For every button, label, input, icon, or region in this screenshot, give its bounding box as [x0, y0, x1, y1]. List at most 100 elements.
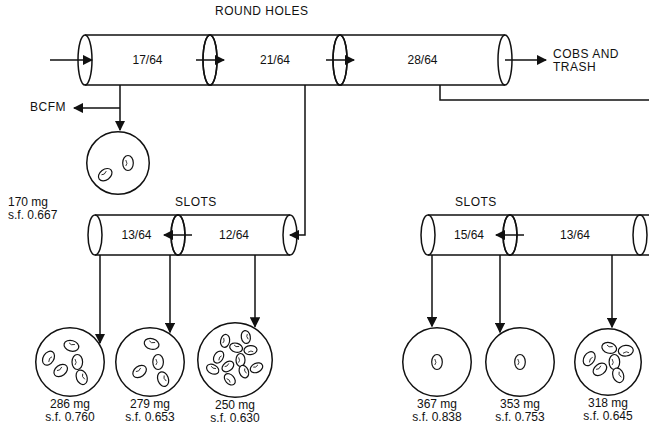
kernel-germ	[69, 343, 75, 346]
kernel-germ	[607, 345, 613, 348]
flow-label: COBS AND TRASH	[553, 48, 633, 74]
sieve-section: 17/64	[85, 35, 210, 85]
cylinder-end	[333, 35, 347, 85]
hole-size: 13/64	[121, 229, 151, 242]
cylinder-end	[171, 215, 185, 255]
flow-label: SLOTS	[455, 196, 497, 209]
hole-size: 17/64	[132, 54, 162, 67]
kernel-germ	[623, 352, 629, 354]
kernel-mass: 279 mg	[95, 398, 205, 411]
sample-circle: 286 mgs.f. 0.760	[35, 327, 105, 397]
kernel-sketch	[236, 354, 245, 367]
flow-label: SLOTS	[175, 196, 217, 209]
cylinder-wall	[210, 35, 340, 85]
cylinder-end	[633, 215, 647, 255]
sample-circle: 318 mgs.f. 0.645	[574, 328, 642, 396]
sample-ring	[36, 328, 105, 397]
circle-outline	[86, 131, 150, 195]
kernel-germ	[248, 351, 253, 352]
kernel-germ	[596, 366, 601, 371]
kernel-germ	[82, 374, 85, 380]
cylinder-end	[203, 35, 217, 85]
kernel-sketch	[40, 349, 57, 367]
bcfm-arrow	[74, 107, 120, 109]
kernel-germ	[518, 359, 519, 365]
kernel-sketch	[143, 337, 160, 351]
kernel-mass: 170 mg	[8, 196, 78, 209]
flow-arrow	[326, 59, 354, 61]
cylinder-wall	[428, 215, 510, 255]
sample-ring	[87, 132, 150, 195]
shape-factor: s.f. 0.753	[465, 411, 575, 424]
flow-arrow	[119, 85, 121, 130]
sample-circle: 250 mgs.f. 0.630	[197, 322, 273, 398]
kernel-sketch	[249, 361, 265, 375]
overflow-line	[440, 85, 649, 100]
circle-outline	[485, 327, 555, 397]
kernel-sketch	[609, 355, 620, 370]
kernel-sketch	[63, 339, 80, 353]
cylinder-end	[333, 35, 347, 85]
sieve-section: 28/64	[340, 35, 505, 85]
sample-data: 250 mgs.f. 0.630	[177, 399, 293, 425]
kernel-germ	[223, 338, 225, 343]
shape-factor: s.f. 0.760	[15, 411, 125, 424]
kernel-sketch	[240, 330, 251, 344]
kernel-sketch	[72, 355, 83, 370]
kernel-sketch	[52, 362, 70, 379]
kernel-germ	[75, 359, 76, 365]
cylinder-wall	[85, 35, 210, 85]
flow-arrow	[611, 255, 613, 327]
cylinder-end	[283, 215, 297, 255]
sample-ring	[198, 323, 273, 398]
sieve-section: 12/64	[178, 215, 290, 255]
kernel-germ	[227, 378, 231, 383]
kernel-germ	[57, 367, 62, 372]
kernel-sketch	[130, 363, 148, 380]
cylinder-end	[88, 215, 102, 255]
hole-size: 15/64	[454, 229, 484, 242]
kernel-sketch	[591, 361, 609, 378]
kernel-sketch	[581, 350, 598, 368]
circle-outline	[115, 327, 185, 397]
kernel-sketch	[211, 349, 226, 365]
flow-arrow	[196, 59, 224, 61]
kernel-sketch	[601, 341, 618, 355]
kernel-germ	[612, 359, 613, 365]
cylinder-end	[203, 35, 217, 85]
flow-arrow	[254, 255, 256, 327]
kernel-germ	[234, 345, 239, 347]
kernel-sketch	[205, 362, 221, 376]
kernel-germ	[149, 341, 155, 344]
kernel-germ	[156, 359, 157, 365]
shape-factor: s.f. 0.667	[8, 209, 78, 222]
kernel-sketch	[611, 366, 626, 384]
kernel-germ	[101, 171, 106, 176]
kernel-germ	[225, 363, 230, 367]
cylinder-end	[503, 215, 517, 255]
cylinder-wall	[95, 215, 178, 255]
kernel-germ	[126, 160, 127, 166]
sample-circle: 367 mgs.f. 0.838	[402, 327, 472, 397]
kernel-germ	[238, 357, 240, 362]
kernel-sketch	[219, 334, 230, 348]
kernel-mass: 367 mg	[382, 398, 492, 411]
flow-label: BCFM	[30, 101, 66, 114]
kernel-sketch	[244, 345, 258, 355]
kernel-germ	[48, 356, 52, 362]
kernel-germ	[246, 334, 248, 339]
sample-data: 279 mgs.f. 0.653	[95, 398, 205, 424]
kernel-sketch	[153, 355, 164, 370]
hole-size: 28/64	[407, 54, 437, 67]
sample-data: 170 mgs.f. 0.667	[8, 196, 78, 222]
shape-factor: s.f. 0.838	[382, 411, 492, 424]
flow-arrow	[290, 85, 305, 235]
kernel-germ	[589, 357, 593, 363]
flow-arrow	[499, 255, 501, 332]
cylinder-end	[171, 215, 185, 255]
circle-outline	[402, 327, 472, 397]
cylinder-wall	[178, 215, 290, 255]
sample-data: 318 mgs.f. 0.645	[554, 397, 649, 423]
sieve-section: 21/64	[210, 35, 340, 85]
flow-arrow	[169, 255, 171, 332]
